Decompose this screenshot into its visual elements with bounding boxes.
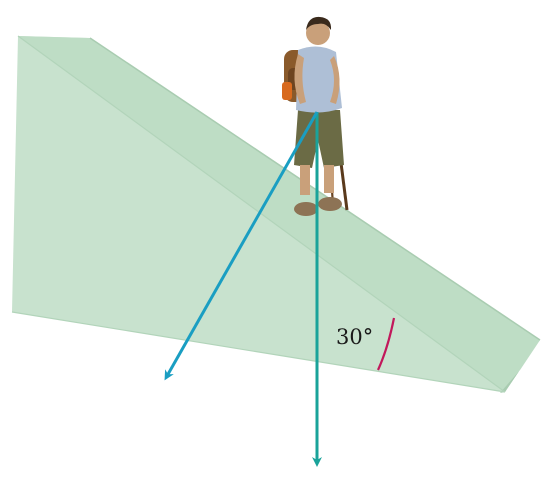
hiker-figure xyxy=(282,16,349,216)
incline-slope-edge xyxy=(17,35,506,393)
hiker-head xyxy=(306,21,330,45)
angle-arc xyxy=(376,317,396,371)
incline-base-edge xyxy=(11,311,506,393)
hiker-shorts xyxy=(294,110,344,168)
inclined-plane xyxy=(11,35,541,393)
angle-label: 30° xyxy=(336,325,373,349)
normal-component-vector-arrow xyxy=(164,111,319,381)
hiker-shirt xyxy=(296,46,342,113)
incline-top-edge xyxy=(89,37,541,341)
hiker-boot xyxy=(294,202,318,216)
incline-top-face xyxy=(18,36,540,392)
